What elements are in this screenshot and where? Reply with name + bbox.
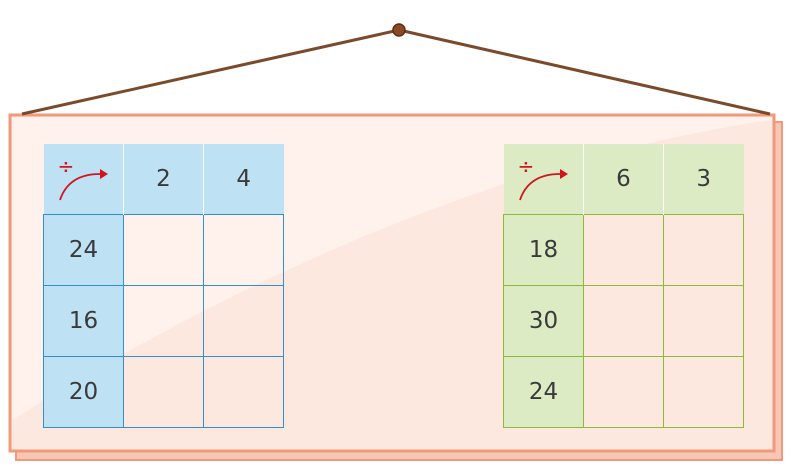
answer-cell[interactable]	[203, 356, 284, 428]
table-header-row: ÷ 2 4	[43, 144, 284, 215]
left-string	[21, 28, 400, 116]
table-row: 20	[43, 356, 284, 428]
row-header: 18	[503, 214, 584, 286]
column-header: 6	[583, 144, 664, 215]
answer-cell[interactable]	[663, 214, 744, 286]
row-header: 24	[503, 356, 584, 428]
table-row: 16	[43, 285, 284, 357]
row-header: 16	[43, 285, 124, 357]
operator-cell: ÷	[43, 144, 124, 215]
division-table-blue: ÷ 2 4 24 16 20	[43, 144, 284, 428]
table-row: 30	[503, 285, 744, 357]
answer-cell[interactable]	[663, 285, 744, 357]
answer-cell[interactable]	[583, 356, 664, 428]
divide-icon: ÷	[57, 154, 75, 178]
table-row: 18	[503, 214, 744, 286]
column-header: 3	[663, 144, 744, 215]
operator-cell: ÷	[503, 144, 584, 215]
answer-cell[interactable]	[203, 285, 284, 357]
column-header: 2	[123, 144, 204, 215]
nail-icon	[392, 23, 406, 37]
answer-cell[interactable]	[203, 214, 284, 286]
answer-cell[interactable]	[583, 214, 664, 286]
column-header: 4	[203, 144, 284, 215]
answer-cell[interactable]	[583, 285, 664, 357]
right-string	[398, 28, 771, 116]
row-header: 20	[43, 356, 124, 428]
answer-cell[interactable]	[123, 214, 204, 286]
row-header: 30	[503, 285, 584, 357]
division-table-green: ÷ 6 3 18 30 24	[503, 144, 744, 428]
table-row: 24	[43, 214, 284, 286]
answer-cell[interactable]	[123, 285, 204, 357]
divide-icon: ÷	[517, 154, 535, 178]
table-header-row: ÷ 6 3	[503, 144, 744, 215]
curved-arrow-icon	[58, 169, 108, 201]
curved-arrow-icon	[518, 169, 568, 201]
answer-cell[interactable]	[123, 356, 204, 428]
answer-cell[interactable]	[663, 356, 744, 428]
row-header: 24	[43, 214, 124, 286]
table-row: 24	[503, 356, 744, 428]
